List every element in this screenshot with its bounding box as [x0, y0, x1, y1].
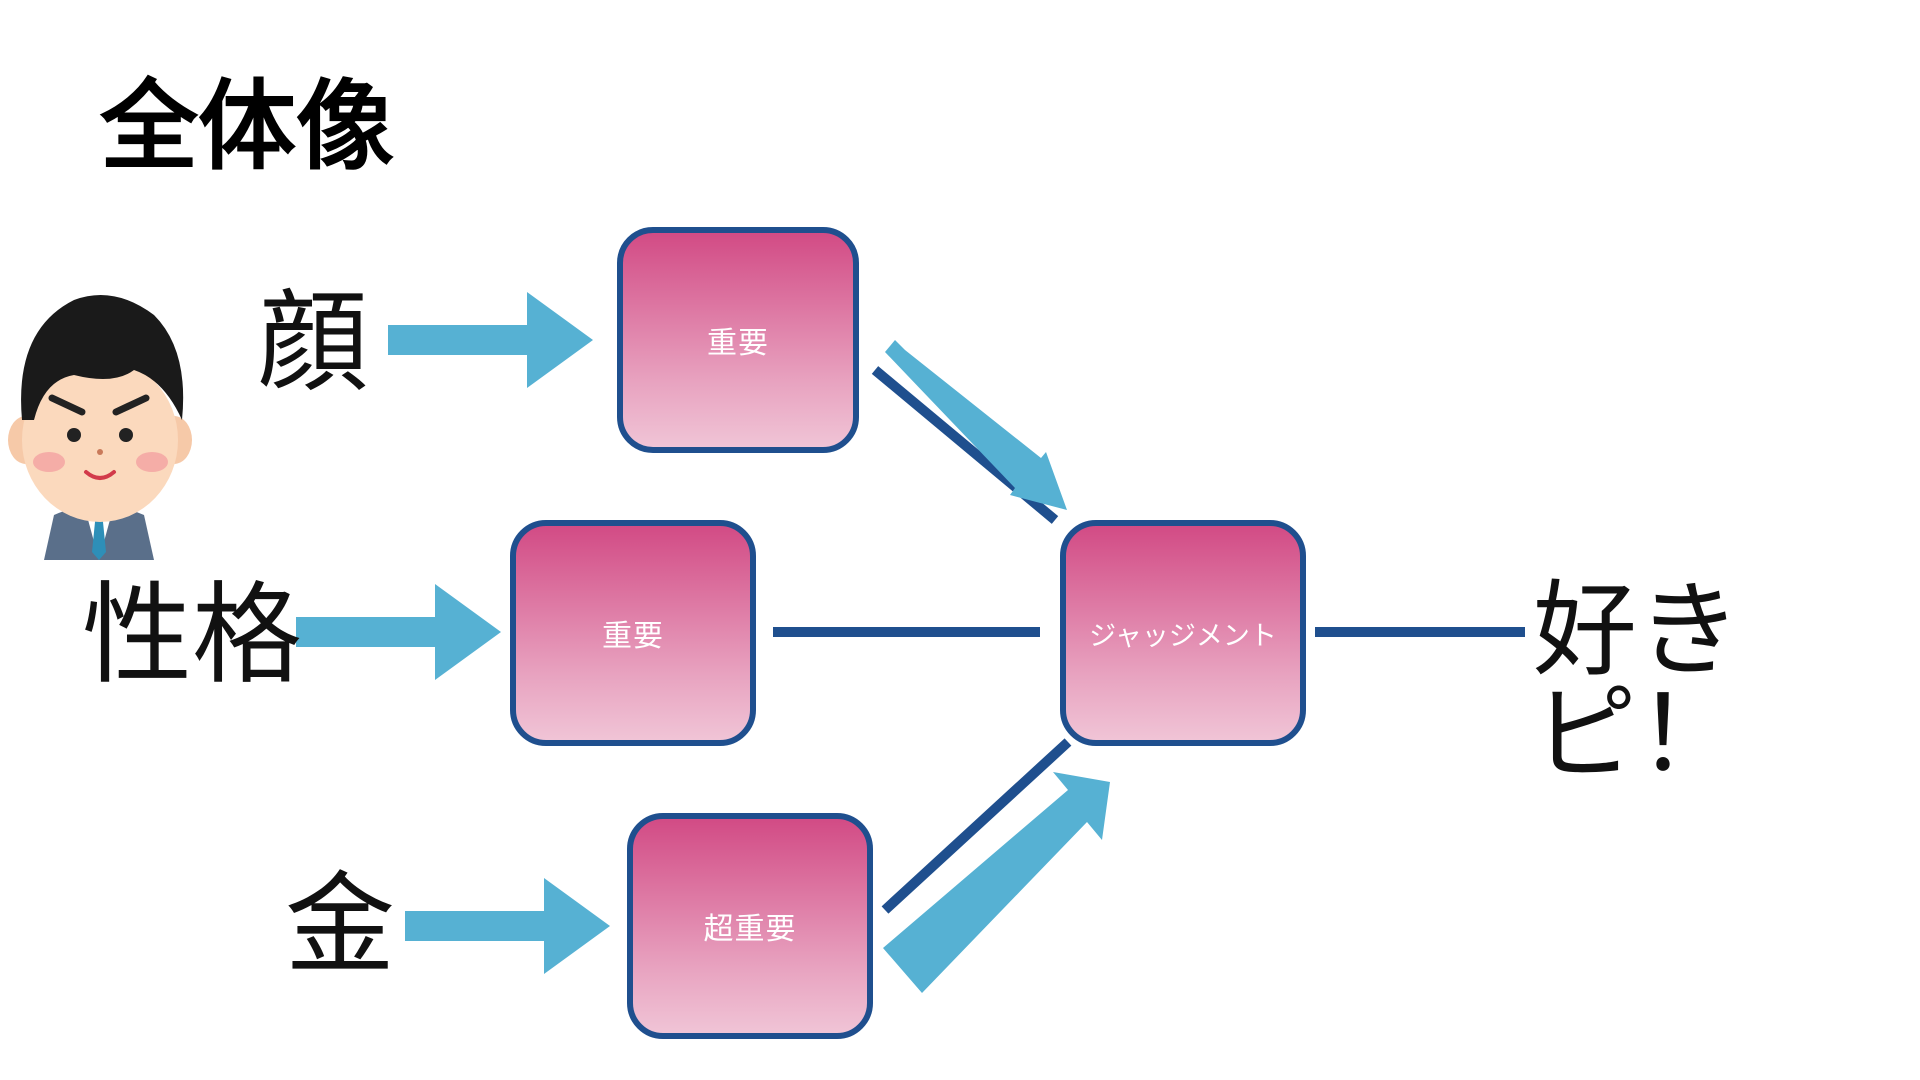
- box-judgement: ジャッジメント: [1060, 520, 1306, 746]
- arrow-money-to-judgement: [883, 772, 1110, 993]
- box-face-importance: 重要: [617, 227, 859, 453]
- arrow-money-to-box: [405, 878, 610, 974]
- businessman-avatar-icon: [8, 295, 192, 560]
- arrow-personality-to-box: [296, 584, 501, 680]
- box-personality-importance: 重要: [510, 520, 756, 746]
- page-title: 全体像: [100, 70, 395, 184]
- factor-face-label: 顔: [258, 279, 368, 407]
- factor-money-label: 金: [285, 861, 395, 989]
- factor-personality-label: 性格: [82, 571, 302, 699]
- result-label: 好きピ！: [1533, 569, 1742, 795]
- connector-money-to-judgement: [881, 738, 1072, 914]
- box-money-importance: 超重要: [627, 813, 873, 1039]
- arrow-face-to-judgement: [885, 340, 1067, 510]
- arrow-face-to-box: [388, 292, 593, 388]
